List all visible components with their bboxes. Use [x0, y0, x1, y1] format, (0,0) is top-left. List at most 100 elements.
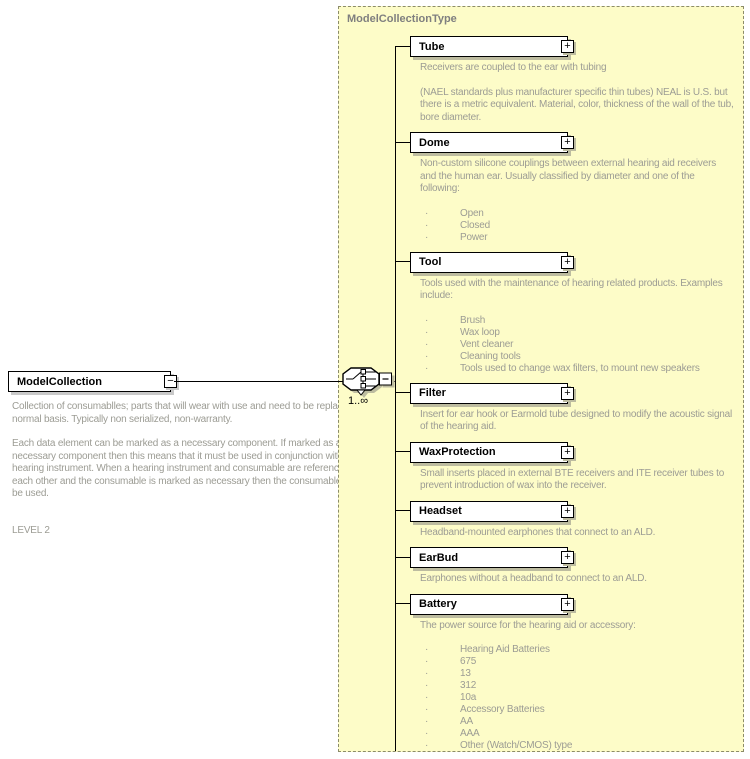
- element-box[interactable]: Tube +: [395, 36, 574, 57]
- bullet-item: ·Closed: [420, 220, 734, 232]
- connector-line: [174, 381, 396, 382]
- bullet-item: ·Tools used to change wax filters, to mo…: [420, 363, 734, 375]
- bullet-text: Other (Watch/CMOS) type: [460, 740, 573, 751]
- element-box[interactable]: WaxProtection +: [395, 441, 574, 463]
- tree-trunk-line: [395, 46, 396, 751]
- bullet-item: · Accessory Batteries: [420, 704, 734, 716]
- element-box[interactable]: EarBud +: [395, 547, 574, 568]
- bullet-dot: ·: [425, 219, 429, 231]
- bullet-text: Power: [460, 231, 488, 243]
- root-element-box[interactable]: ModelCollection −: [8, 371, 177, 392]
- type-title: ModelCollectionType: [347, 13, 457, 25]
- bullet-item: · AA: [420, 716, 734, 728]
- bullet-item: · Power: [420, 232, 734, 244]
- bullet-item: · 13: [420, 668, 734, 680]
- bullet-dot: ·: [425, 668, 429, 679]
- description-paragraph: Insert for ear hook or Earmold tube desi…: [420, 408, 733, 433]
- bullet-item: · 675: [420, 656, 734, 668]
- bullet-dot: ·: [425, 680, 429, 691]
- expand-plus-icon[interactable]: +: [561, 504, 574, 518]
- element-description: Insert for ear hook or Earmold tube desi…: [420, 409, 734, 434]
- bullet-text: 10a: [460, 692, 477, 703]
- description-paragraph: Headband-mounted earphones that connect …: [420, 526, 656, 538]
- expand-plus-icon[interactable]: +: [561, 255, 574, 269]
- element-box[interactable]: Headset +: [395, 500, 574, 522]
- bullet-list: ·Hearing Aid Batteries·675·13·312·10a·Ac…: [420, 644, 734, 751]
- bullet-text: 13: [460, 668, 471, 679]
- description-paragraph: (NAEL standards plus manufacturer specif…: [420, 86, 734, 123]
- elements-list: Tube + Receivers are coupled to the ear …: [395, 36, 735, 752]
- element-name: EarBud: [419, 551, 459, 564]
- bullet-item: ·Other (Watch/CMOS) type: [420, 740, 734, 751]
- bullet-dot: ·: [425, 338, 429, 350]
- element-description: The power source for the hearing aid or …: [420, 619, 734, 752]
- bullet-list: · Brush · Wax loop · Vent cleaner·Cleaning to…: [420, 315, 734, 375]
- bullet-dot: ·: [425, 314, 429, 326]
- element-block: Dome + Non-custom silicone couplings bet…: [395, 132, 735, 244]
- doc-paragraph: Each data element can be marked as a nec…: [12, 438, 365, 499]
- bullet-dot: ·: [425, 644, 429, 655]
- description-paragraph: Small inserts placed in external BTE rec…: [420, 467, 725, 492]
- element-box[interactable]: Filter +: [395, 382, 574, 404]
- bullet-text: 312: [460, 680, 477, 691]
- bullet-dot: ·: [425, 656, 429, 667]
- bullet-text: Open: [460, 207, 484, 219]
- element-box[interactable]: Dome +: [395, 132, 574, 153]
- element-box[interactable]: Tool +: [395, 251, 574, 273]
- bullet-text: AAA: [460, 728, 480, 739]
- bullet-dot: ·: [425, 692, 429, 703]
- element-block: Filter + Insert for ear hook or Earmold …: [395, 382, 735, 434]
- bullet-text: Accessory Batteries: [460, 704, 545, 715]
- element-block: Battery + The power source for the heari…: [395, 593, 735, 752]
- expand-plus-icon[interactable]: +: [561, 386, 574, 400]
- level-label: LEVEL 2: [12, 524, 50, 536]
- element-name: Headset: [419, 505, 462, 517]
- bullet-text: Brush: [460, 314, 486, 326]
- bullet-dot: ·: [425, 350, 429, 362]
- root-element-documentation: Collection of consumablles; parts that w…: [12, 401, 368, 537]
- bullet-text: 675: [460, 656, 477, 667]
- bullet-text: AA: [460, 716, 473, 727]
- element-block: WaxProtection + Small inserts placed in …: [395, 441, 735, 493]
- root-element-name: ModelCollection: [17, 375, 102, 388]
- bullet-item: · 10a: [420, 692, 734, 704]
- description-paragraph: Earphones without a headband to connect …: [420, 573, 647, 584]
- bullet-item: ·Cleaning tools: [420, 351, 734, 363]
- element-description: Receivers are coupled to the ear with tu…: [420, 62, 734, 124]
- bullet-item: · Brush: [420, 315, 734, 327]
- doc-paragraph: Collection of consumablles; parts that w…: [12, 401, 367, 425]
- element-name: Tube: [419, 40, 445, 53]
- element-name: Tool: [419, 256, 442, 268]
- bullet-item: · Wax loop: [420, 327, 734, 339]
- bullet-text: Vent cleaner: [460, 338, 514, 350]
- bullet-item: · 312: [420, 680, 734, 692]
- element-description: Earphones without a headband to connect …: [420, 573, 734, 586]
- expand-plus-icon[interactable]: +: [561, 136, 574, 149]
- element-box[interactable]: Battery +: [395, 593, 574, 615]
- bullet-dot: ·: [425, 231, 429, 243]
- bullet-text: Wax loop: [460, 326, 500, 338]
- bullet-dot: ·: [425, 326, 429, 338]
- bullet-dot: ·: [425, 728, 429, 739]
- cardinality-label: 1..∞: [348, 395, 369, 407]
- expand-plus-icon[interactable]: +: [561, 551, 574, 564]
- element-block: Headset + Headband-mounted earphones tha…: [395, 500, 735, 540]
- expand-plus-icon[interactable]: +: [561, 445, 574, 459]
- bullet-item: ·Hearing Aid Batteries: [420, 644, 734, 656]
- expand-plus-icon[interactable]: +: [561, 40, 574, 53]
- bullet-dot: ·: [425, 716, 429, 727]
- bullet-dot: ·: [425, 704, 429, 715]
- description-paragraph: Receivers are coupled to the ear with tu…: [420, 62, 607, 73]
- choice-compositor-icon[interactable]: [342, 366, 396, 405]
- bullet-item: · Vent cleaner: [420, 339, 734, 351]
- bullet-list: · Open·Closed· Power: [420, 208, 734, 244]
- description-paragraph: Tools used with the maintenance of heari…: [420, 277, 723, 302]
- element-name: Battery: [419, 598, 457, 610]
- description-paragraph: The power source for the hearing aid or …: [420, 619, 636, 631]
- expand-plus-icon[interactable]: +: [561, 597, 574, 611]
- bullet-dot: ·: [425, 207, 429, 219]
- element-block: Tool + Tools used with the maintenance o…: [395, 251, 735, 375]
- element-name: Filter: [419, 387, 446, 399]
- bullet-item: · Open: [420, 208, 734, 220]
- element-name: WaxProtection: [419, 446, 496, 458]
